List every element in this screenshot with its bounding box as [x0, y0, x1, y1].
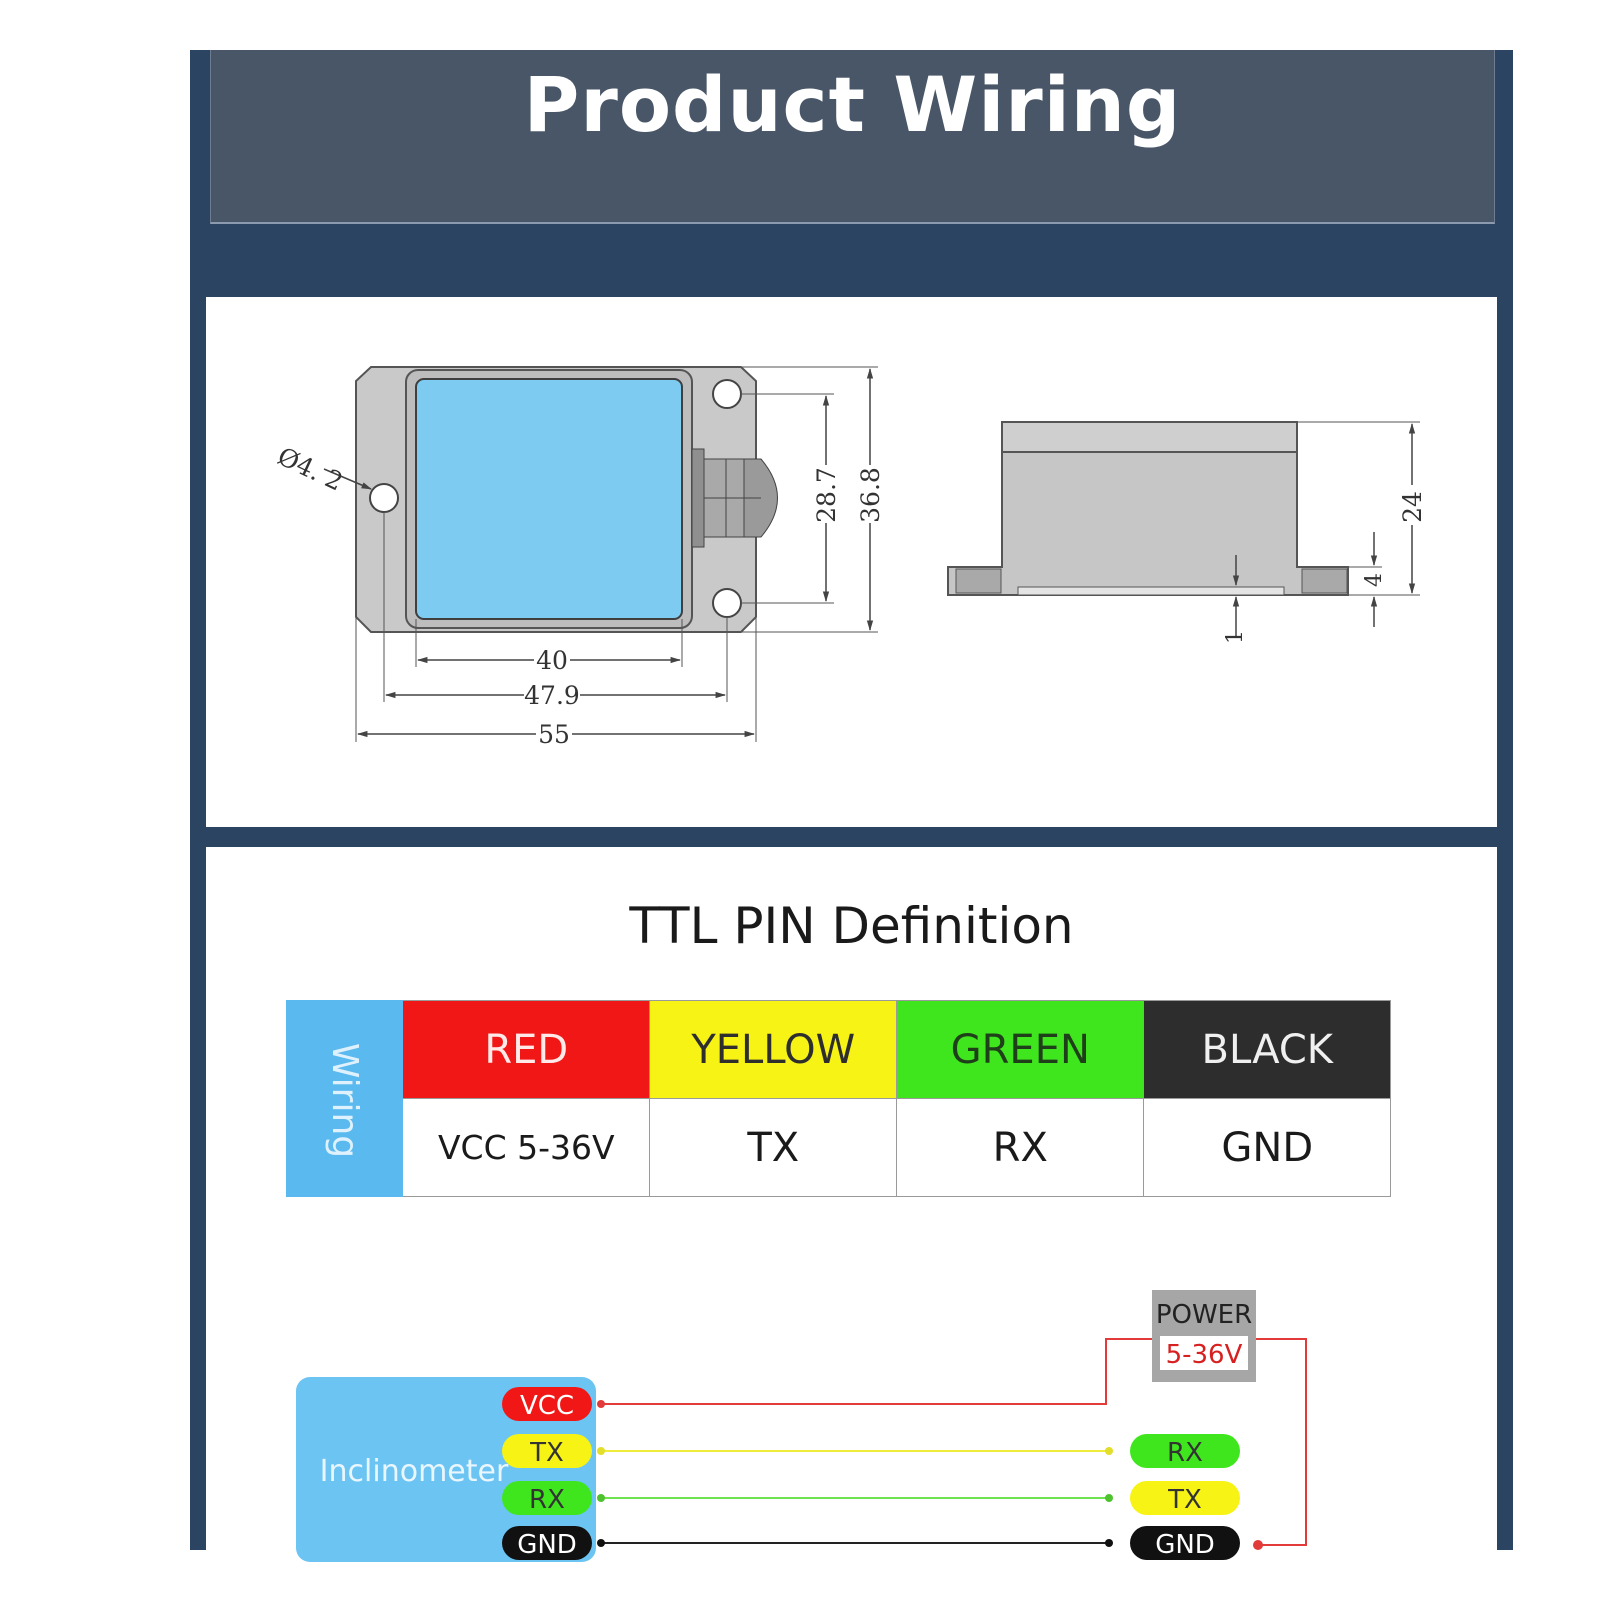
pin-badge — [502, 1387, 592, 1421]
pin-definition-table: Wiring RED YELLOW GREEN BLACK VCC 5-36V … — [285, 1000, 1392, 1197]
top-view: Ø4. 2 40 47.9 55 — [273, 366, 885, 749]
pin-badge — [1130, 1481, 1240, 1515]
sensor-lid — [415, 378, 683, 620]
pin-function-cell: GND — [1143, 1098, 1392, 1197]
pin-function-cell: RX — [896, 1098, 1145, 1197]
power-label: POWER — [1156, 1300, 1252, 1330]
table-row: VCC 5-36V TX RX GND — [287, 1098, 1392, 1197]
dimension-label: 4 — [1362, 573, 1387, 587]
main-frame: Product Wiring — [190, 50, 1513, 1567]
wire-color-cell: RED — [402, 1000, 651, 1099]
pin-badge — [502, 1434, 592, 1468]
mount-hole-icon — [369, 483, 399, 513]
wiring-row-label: Wiring — [285, 1000, 404, 1197]
device-label: Inclinometer — [320, 1454, 509, 1489]
page-title: Product Wiring — [523, 60, 1182, 149]
header-banner: Product Wiring — [210, 50, 1495, 224]
pin-label: GND — [517, 1530, 577, 1560]
dimension-label: 36.8 — [856, 467, 885, 523]
wire-color-cell: YELLOW — [649, 1000, 898, 1099]
pin-label: GND — [1155, 1530, 1215, 1560]
pin-label: TX — [529, 1438, 564, 1468]
dimension-drawing-panel: Ø4. 2 40 47.9 55 — [206, 297, 1497, 827]
pin-badge — [502, 1481, 592, 1515]
wire-color-cell: GREEN — [896, 1000, 1145, 1099]
side-view: 24 4 1 — [947, 421, 1427, 644]
pin-label: VCC — [520, 1391, 574, 1421]
dimension-label: 55 — [538, 720, 570, 749]
cable-gland-icon — [691, 448, 778, 548]
pin-label: RX — [529, 1485, 565, 1515]
dimension-label: 28.7 — [812, 467, 841, 523]
mount-hole-icon — [712, 379, 742, 409]
wire-color-cell: BLACK — [1143, 1000, 1392, 1099]
pin-definition-title: TTL PIN Definition — [629, 897, 1074, 955]
pin-function-cell: TX — [649, 1098, 898, 1197]
pin-badge — [1130, 1526, 1240, 1560]
dimension-label: 40 — [536, 646, 568, 675]
pin-badge — [502, 1526, 592, 1560]
pin-definition-panel: TTL PIN Definition Wiring RED YELLOW GRE… — [206, 847, 1497, 1567]
power-voltage: 5-36V — [1166, 1340, 1243, 1370]
vcc-wire — [601, 1338, 1152, 1405]
table-row: Wiring RED YELLOW GREEN BLACK — [285, 1000, 1392, 1197]
pin-label: RX — [1167, 1438, 1203, 1468]
dimension-label: 1 — [1223, 630, 1248, 644]
dimension-drawing: Ø4. 2 40 47.9 55 — [273, 366, 1427, 749]
dimension-label: 24 — [1398, 491, 1427, 523]
hole-diameter-label: Ø4. 2 — [273, 441, 347, 496]
mount-hole-icon — [712, 588, 742, 618]
pin-label: TX — [1167, 1485, 1202, 1515]
dimension-label: 47.9 — [524, 681, 580, 710]
pin-function-cell: VCC 5-36V — [402, 1098, 651, 1197]
power-return-wire — [1246, 1338, 1307, 1546]
wiring-schematic: Inclinometer VCC TX RX GND POWER 5-36V — [296, 1290, 1307, 1562]
inclinometer-block — [296, 1377, 596, 1562]
pin-badge — [1130, 1434, 1240, 1468]
